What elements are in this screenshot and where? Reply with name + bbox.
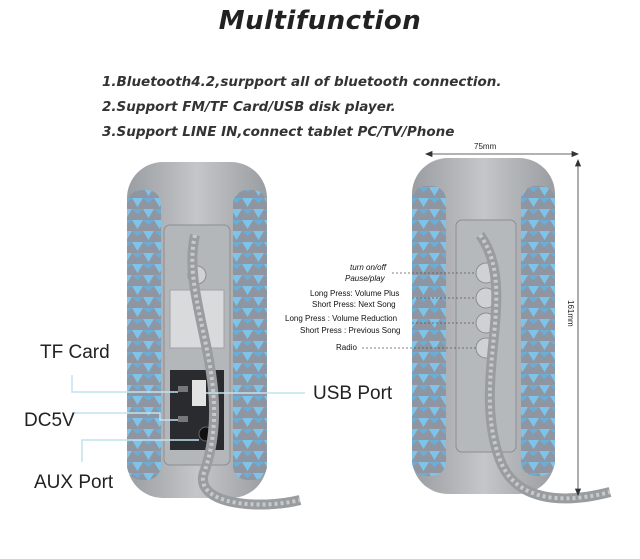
aux-port-label: AUX Port bbox=[34, 472, 114, 493]
left-speaker bbox=[127, 162, 302, 510]
turn-on-off-label: turn on/off bbox=[350, 263, 387, 272]
dc5v-label: DC5V bbox=[24, 410, 75, 431]
feature-1: 1.Bluetooth4.2,surpport all of bluetooth… bbox=[102, 74, 502, 90]
radio-label: Radio bbox=[336, 343, 357, 352]
width-dimension: 75mm bbox=[474, 142, 497, 151]
right-speaker bbox=[412, 158, 612, 504]
height-dimension: 161mm bbox=[566, 300, 575, 327]
left-callout-lines bbox=[71, 375, 305, 462]
feature-3: 3.Support LINE IN,connect tablet PC/TV/P… bbox=[102, 124, 455, 140]
previous-song-label: Short Press : Previous Song bbox=[300, 326, 401, 335]
volume-reduction-label: Long Press : Volume Reduction bbox=[285, 314, 398, 323]
right-leader-lines bbox=[362, 272, 476, 349]
next-song-label: Short Press: Next Song bbox=[312, 300, 396, 309]
feature-2: 2.Support FM/TF Card/USB disk player. bbox=[102, 99, 396, 115]
dimension-lines bbox=[424, 150, 582, 497]
volume-plus-label: Long Press: Volume Plus bbox=[310, 289, 400, 298]
tf-card-label: TF Card bbox=[40, 342, 110, 363]
page-title: Multifunction bbox=[218, 6, 422, 36]
pause-play-label: Pause/play bbox=[345, 274, 385, 283]
usb-port-label: USB Port bbox=[313, 383, 393, 404]
